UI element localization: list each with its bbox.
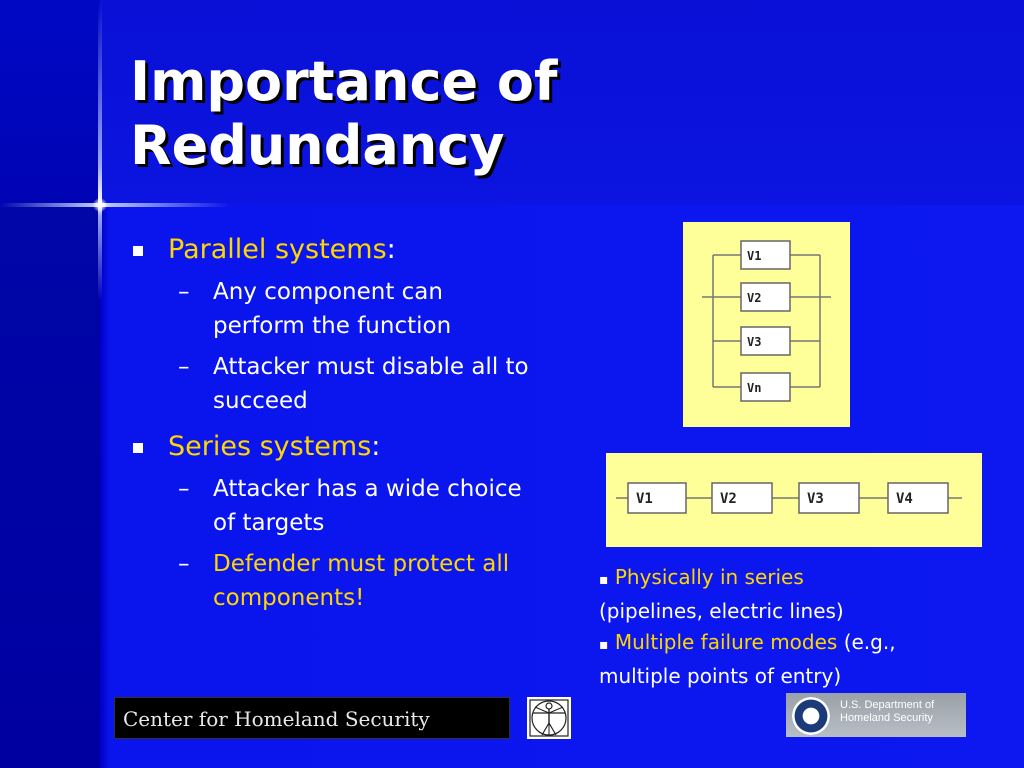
node-v3: V3 bbox=[740, 326, 791, 356]
vitruvian-man-icon bbox=[527, 697, 571, 739]
parallel-diagram-svg: V1 V2 V3 Vn bbox=[702, 240, 831, 402]
dash-bullet-icon: – bbox=[178, 354, 190, 380]
caption-line-1: ▪ Physically in series bbox=[599, 562, 979, 596]
node-v4: V4 bbox=[887, 482, 949, 514]
dhs-line-2: Homeland Security bbox=[840, 712, 933, 724]
sub-bullet: – Attacker must disable all to succeed bbox=[130, 350, 530, 418]
sparkle-vertical bbox=[98, 0, 102, 300]
left-band bbox=[0, 205, 100, 768]
dash-bullet-icon: – bbox=[178, 476, 190, 502]
svg-text:Vn: Vn bbox=[747, 381, 761, 395]
slide-title: Importance of Redundancy bbox=[130, 50, 730, 178]
center-for-homeland-security-logo: Center for Homeland Security bbox=[114, 697, 510, 739]
caption-text: multiple points of entry) bbox=[599, 664, 842, 688]
footer-logo-text: Center for Homeland Security bbox=[123, 707, 430, 731]
dash-bullet-icon: – bbox=[178, 279, 190, 305]
top-left-band bbox=[0, 0, 100, 205]
bullet-suffix: : bbox=[371, 431, 381, 462]
title-line-1: Importance of bbox=[130, 50, 558, 113]
bullet-parallel-systems: Parallel systems: bbox=[130, 233, 530, 267]
parallel-system-diagram: V1 V2 V3 Vn bbox=[683, 222, 850, 427]
node-vn: Vn bbox=[740, 372, 791, 402]
diagram-caption: ▪ Physically in series (pipelines, elect… bbox=[599, 562, 979, 692]
svg-text:V1: V1 bbox=[636, 491, 653, 507]
square-bullet-icon: ▪ bbox=[599, 637, 609, 653]
node-v1: V1 bbox=[740, 240, 791, 270]
bullet-suffix: : bbox=[386, 234, 396, 265]
node-v3: V3 bbox=[798, 482, 860, 514]
bullet-series-systems: Series systems: bbox=[130, 430, 530, 464]
caption-highlight: Physically in series bbox=[614, 565, 804, 589]
svg-text:V3: V3 bbox=[807, 491, 824, 507]
series-diagram-svg: V1 V2 V3 V4 bbox=[616, 482, 962, 514]
caption-text: (pipelines, electric lines) bbox=[599, 599, 844, 623]
svg-text:V3: V3 bbox=[747, 335, 761, 349]
svg-text:V2: V2 bbox=[747, 291, 761, 305]
sparkle-icon bbox=[93, 198, 107, 212]
node-v2: V2 bbox=[711, 482, 773, 514]
dhs-logo-text: U.S. Department of Homeland Security bbox=[840, 699, 934, 725]
square-bullet-icon bbox=[133, 443, 143, 453]
node-v2: V2 bbox=[740, 282, 791, 312]
square-bullet-icon: ▪ bbox=[599, 572, 609, 588]
svg-text:V2: V2 bbox=[720, 491, 737, 507]
caption-highlight: Multiple failure modes bbox=[614, 630, 838, 654]
vitruvian-man-svg bbox=[529, 699, 569, 737]
caption-line-3: ▪ Multiple failure modes (e.g., bbox=[599, 627, 979, 661]
sub-bullet: – Any component can perform the function bbox=[130, 275, 530, 343]
header-band bbox=[100, 0, 1024, 205]
bullet-label: Series systems bbox=[168, 431, 372, 462]
sub-bullet-text: Any component can perform the function bbox=[213, 279, 452, 339]
sub-bullet-text: Defender must protect all components! bbox=[213, 551, 510, 611]
sparkle-horizontal bbox=[0, 203, 230, 207]
dhs-line-1: U.S. Department of bbox=[840, 699, 935, 711]
bullet-label: Parallel systems bbox=[168, 234, 387, 265]
dhs-logo: U.S. Department of Homeland Security bbox=[786, 693, 966, 737]
sub-bullet-text: Attacker has a wide choice of targets bbox=[213, 476, 522, 536]
dash-bullet-icon: – bbox=[178, 551, 190, 577]
caption-text: (e.g., bbox=[837, 630, 896, 654]
series-system-diagram: V1 V2 V3 V4 bbox=[606, 453, 982, 547]
dhs-seal-icon bbox=[792, 697, 830, 735]
svg-text:V4: V4 bbox=[896, 491, 913, 507]
sub-bullet: – Attacker has a wide choice of targets bbox=[130, 472, 530, 540]
sub-bullet-text: Attacker must disable all to succeed bbox=[213, 354, 529, 414]
sub-bullet: – Defender must protect all components! bbox=[130, 547, 530, 615]
node-v1: V1 bbox=[627, 482, 687, 514]
square-bullet-icon bbox=[133, 246, 143, 256]
title-line-2: Redundancy bbox=[130, 114, 505, 177]
bullet-list: Parallel systems: – Any component can pe… bbox=[130, 233, 530, 622]
svg-text:V1: V1 bbox=[747, 249, 761, 263]
